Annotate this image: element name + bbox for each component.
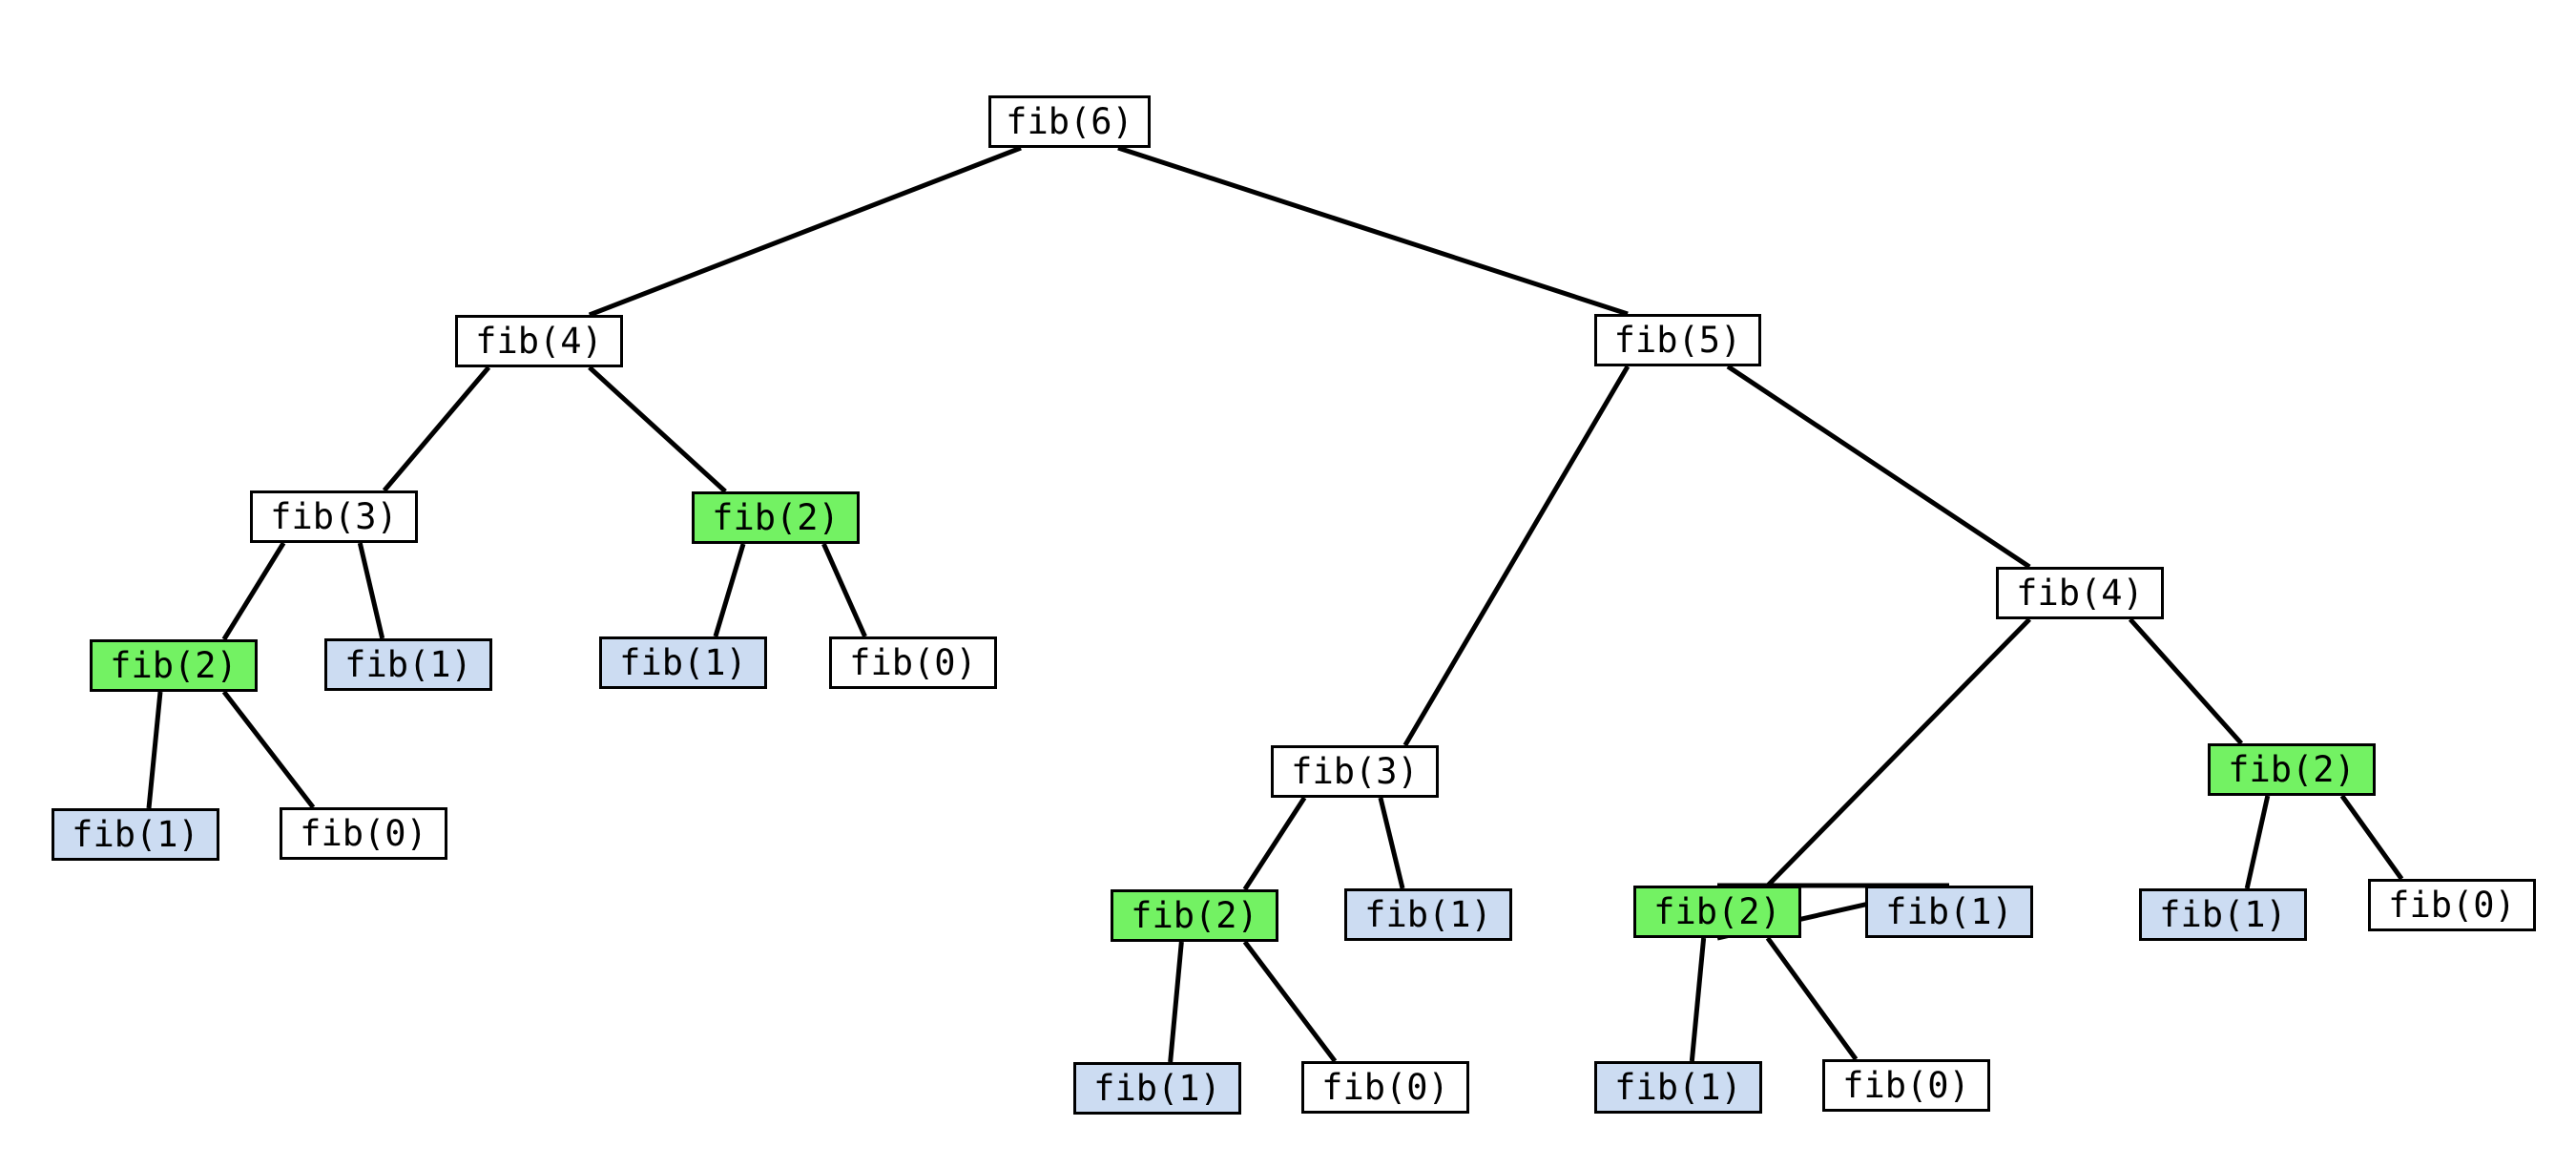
tree-edge-n3-n8 — [357, 542, 385, 639]
tree-node-label: fib(2) — [1131, 895, 1258, 936]
tree-edge-n6-n21 — [2128, 617, 2244, 745]
tree-node-n14[interactable]: fib(1) — [1344, 888, 1512, 941]
tree-node-label: fib(4) — [2016, 573, 2144, 614]
tree-node-n9[interactable]: fib(1) — [599, 636, 767, 689]
tree-node-n10[interactable]: fib(0) — [829, 636, 997, 689]
tree-node-label: fib(0) — [849, 642, 977, 683]
tree-node-n12[interactable]: fib(0) — [280, 807, 447, 860]
tree-node-label: fib(1) — [619, 642, 747, 683]
tree-node-n8[interactable]: fib(1) — [324, 638, 492, 691]
tree-node-n21[interactable]: fib(2) — [2208, 743, 2376, 796]
tree-node-label: fib(1) — [1364, 894, 1492, 935]
tree-edge-n21-n24 — [2339, 794, 2404, 881]
tree-edge-n3-n7 — [221, 541, 286, 641]
tree-node-label: fib(1) — [1093, 1068, 1221, 1109]
tree-edge-n2-n5 — [1402, 365, 1631, 747]
tree-node-n22[interactable]: fib(1) — [2139, 888, 2307, 941]
tree-edge-n17-n20 — [1765, 936, 1859, 1061]
tree-node-n2[interactable]: fib(5) — [1594, 314, 1761, 366]
tree-node-n24[interactable]: fib(0) — [2368, 879, 2536, 931]
tree-node-label: fib(3) — [1291, 751, 1419, 792]
tree-edge-n7-n12 — [221, 690, 316, 809]
tree-node-label: fib(2) — [712, 497, 840, 538]
tree-edge-n5-n13 — [1242, 796, 1307, 891]
tree-node-n13[interactable]: fib(2) — [1111, 889, 1278, 942]
tree-node-label: fib(1) — [1614, 1067, 1742, 1108]
tree-node-label: fib(0) — [300, 813, 427, 854]
tree-node-label: fib(0) — [1842, 1065, 1970, 1106]
tree-node-label: fib(1) — [344, 644, 472, 685]
tree-edge-n1-n3 — [382, 365, 491, 492]
tree-node-label: fib(5) — [1613, 320, 1742, 361]
tree-node-label: fib(0) — [2388, 885, 2516, 926]
tree-node-n0[interactable]: fib(6) — [988, 95, 1151, 148]
tree-node-label: fib(1) — [72, 814, 199, 855]
tree-edge-n5-n14 — [1378, 797, 1405, 889]
tree-node-label: fib(1) — [1885, 891, 2013, 932]
tree-edge-n0-n2 — [1117, 145, 1629, 317]
tree-node-label: fib(2) — [110, 645, 238, 686]
tree-node-n6[interactable]: fib(4) — [1996, 567, 2164, 619]
tree-edge-n0-n1 — [588, 145, 1022, 318]
tree-node-n16[interactable]: fib(0) — [1301, 1061, 1469, 1114]
tree-node-label: fib(4) — [475, 321, 603, 362]
tree-edge-n4-n10 — [821, 542, 867, 638]
tree-node-label: fib(2) — [2228, 749, 2356, 790]
tree-node-label: fib(3) — [270, 496, 398, 537]
tree-node-n15[interactable]: fib(1) — [1073, 1062, 1241, 1115]
tree-node-n18[interactable]: fib(1) — [1865, 886, 2033, 938]
tree-node-n3[interactable]: fib(3) — [250, 490, 418, 543]
tree-edge-n13-n15 — [1168, 941, 1184, 1063]
tree-node-label: fib(1) — [2159, 894, 2287, 935]
tree-node-n11[interactable]: fib(1) — [52, 808, 219, 861]
tree-node-n19[interactable]: fib(1) — [1594, 1061, 1762, 1114]
tree-node-n4[interactable]: fib(2) — [692, 491, 860, 544]
tree-node-n5[interactable]: fib(3) — [1271, 745, 1439, 798]
tree-node-n20[interactable]: fib(0) — [1822, 1059, 1990, 1112]
tree-edge-n21-n22 — [2244, 795, 2271, 889]
tree-edge-n7-n11 — [146, 691, 163, 809]
tree-node-n1[interactable]: fib(4) — [455, 315, 623, 367]
tree-edge-n2-n6 — [1726, 364, 2031, 570]
tree-node-n7[interactable]: fib(2) — [90, 639, 258, 692]
tree-node-n17[interactable]: fib(2) — [1633, 886, 1801, 938]
tree-edge-n6-n17 — [1766, 617, 2031, 887]
tree-node-label: fib(2) — [1653, 891, 1781, 932]
tree-node-label: fib(6) — [1006, 101, 1133, 142]
tree-edge-n1-n4 — [588, 365, 727, 493]
tree-edge-n17-n19 — [1689, 937, 1707, 1062]
tree-node-label: fib(0) — [1321, 1067, 1449, 1108]
tree-edge-n4-n9 — [713, 543, 746, 637]
tree-edge-n13-n16 — [1242, 940, 1338, 1063]
